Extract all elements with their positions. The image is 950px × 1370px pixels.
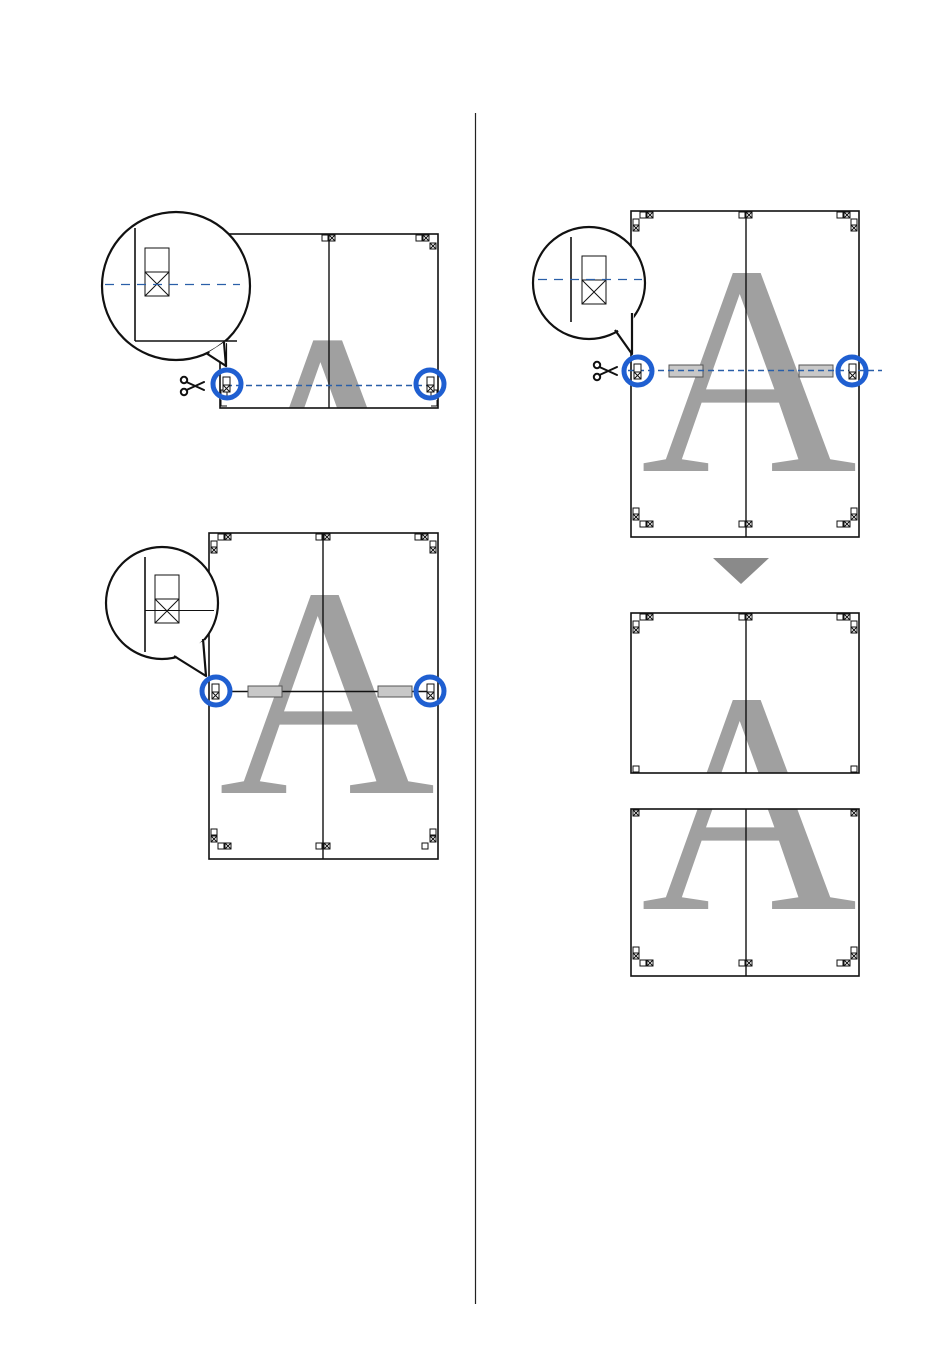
scissors-icon	[594, 362, 617, 380]
scissors-icon	[181, 377, 204, 395]
step-overlap-sheets: A	[106, 526, 444, 859]
down-arrow-icon	[713, 558, 769, 584]
tape-strip	[248, 686, 282, 697]
magnifier-callout-icon	[106, 547, 218, 676]
step-tape-and-cut: A	[533, 204, 882, 537]
tape-strip	[669, 365, 703, 377]
tape-strip	[378, 686, 412, 697]
magnifier-callout-icon	[533, 227, 645, 354]
tape-strip	[799, 365, 833, 377]
step-result-sheets: A A	[631, 613, 859, 976]
